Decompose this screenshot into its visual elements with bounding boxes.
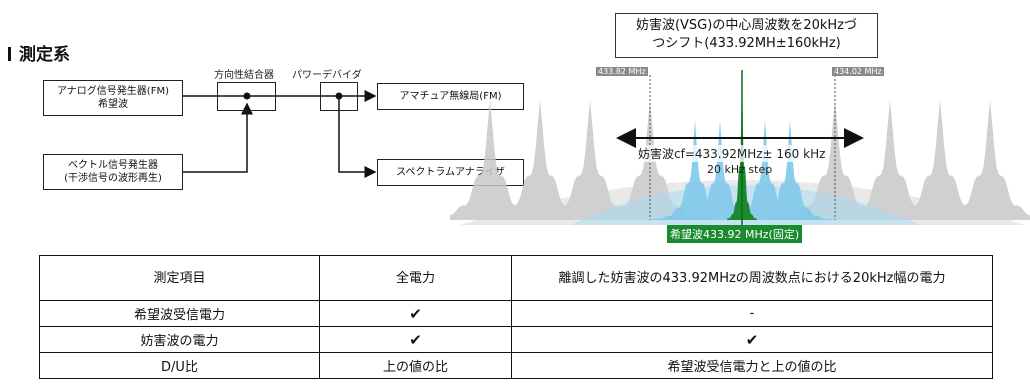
- analog-generator-box: アナログ信号発生器(FM) 希望波: [43, 80, 183, 116]
- amateur-station-label: アマチュア無線局(FM): [399, 91, 502, 102]
- interferer-center-peak: [678, 120, 762, 220]
- vector-gen-sub: (干渉信号の波形再生): [64, 173, 162, 184]
- table-cell: -: [511, 300, 993, 327]
- section-title-text: 測定系: [19, 45, 70, 65]
- interferer-peak: [924, 100, 1030, 220]
- table-cell: 希望波受信電力: [39, 300, 320, 327]
- table-header-cell: 測定項目: [39, 255, 320, 301]
- interferer-line: [183, 102, 253, 173]
- coupler-label: 方向性結合器: [214, 70, 274, 81]
- spectrum-analyzer-label: スペクトラムアナライザ: [396, 167, 505, 178]
- check-icon: ✔: [511, 326, 993, 353]
- measurement-table: 測定項目 全電力 離調した妨害波の433.92MHzの周波数点における20kHz…: [39, 255, 993, 379]
- interferer-peak: [524, 100, 656, 220]
- callout-line1: 妨害波(VSG)の中心周波数を20kHzづ: [635, 18, 858, 33]
- check-icon: ✔: [319, 300, 512, 327]
- divider-box: [320, 82, 358, 111]
- interferer-peak: [824, 100, 956, 220]
- coupler-box: [217, 82, 276, 111]
- coupler-junction: [243, 92, 251, 100]
- interferer-peak: [874, 100, 1006, 220]
- desired-wave-label: 希望波433.92 MHz(固定): [667, 225, 803, 243]
- table-cell: 妨害波の電力: [39, 326, 320, 353]
- interferer-center-peak: [748, 120, 832, 220]
- table-row: 希望波受信電力 ✔ -: [39, 300, 993, 327]
- interferer-peak: [450, 100, 556, 220]
- interferer-label: 妨害波cf=433.92MHz± 160 kHz: [636, 145, 828, 162]
- table-header-row: 測定項目 全電力 離調した妨害波の433.92MHzの周波数点における20kHz…: [39, 255, 993, 301]
- analog-gen-sub: 希望波: [98, 99, 128, 110]
- analog-gen-label: アナログ信号発生器(FM): [57, 86, 169, 97]
- vector-gen-label: ベクトル信号発生器: [68, 160, 158, 171]
- table-cell: D/U比: [39, 352, 320, 379]
- section-title: 測定系: [8, 40, 70, 65]
- check-icon: ✔: [319, 326, 512, 353]
- vector-generator-box: ベクトル信号発生器 (干渉信号の波形再生): [43, 154, 183, 190]
- table-row: 妨害波の電力 ✔ ✔: [39, 326, 993, 353]
- table-header-cell: 離調した妨害波の433.92MHzの周波数点における20kHz幅の電力: [511, 255, 993, 301]
- interferer-center-peak: [653, 120, 737, 220]
- shift-callout: 妨害波(VSG)の中心周波数を20kHzづ つシフト(433.92MH±160k…: [615, 13, 878, 58]
- table-cell: 上の値の比: [319, 352, 512, 379]
- amateur-station-box: アマチュア無線局(FM): [377, 83, 524, 110]
- analyzer-line: [338, 96, 377, 178]
- table-cell: 希望波受信電力と上の値の比: [511, 352, 993, 379]
- right-marker-label: 434.02 MHz: [832, 67, 884, 76]
- block-diagram-lines: [183, 90, 377, 178]
- title-bar-icon: [8, 47, 11, 61]
- left-marker-label: 433.82 MHz: [596, 67, 648, 76]
- callout-line2: つシフト(433.92MH±160kHz): [652, 36, 841, 51]
- interferer-peak: [474, 100, 606, 220]
- table-row: D/U比 上の値の比 希望波受信電力と上の値の比: [39, 352, 993, 379]
- divider-label: パワーデバイダ: [292, 70, 362, 81]
- interferer-center-peak: [723, 120, 807, 220]
- step-label: 20 kHz step: [707, 163, 773, 176]
- table-header-cell: 全電力: [319, 255, 512, 301]
